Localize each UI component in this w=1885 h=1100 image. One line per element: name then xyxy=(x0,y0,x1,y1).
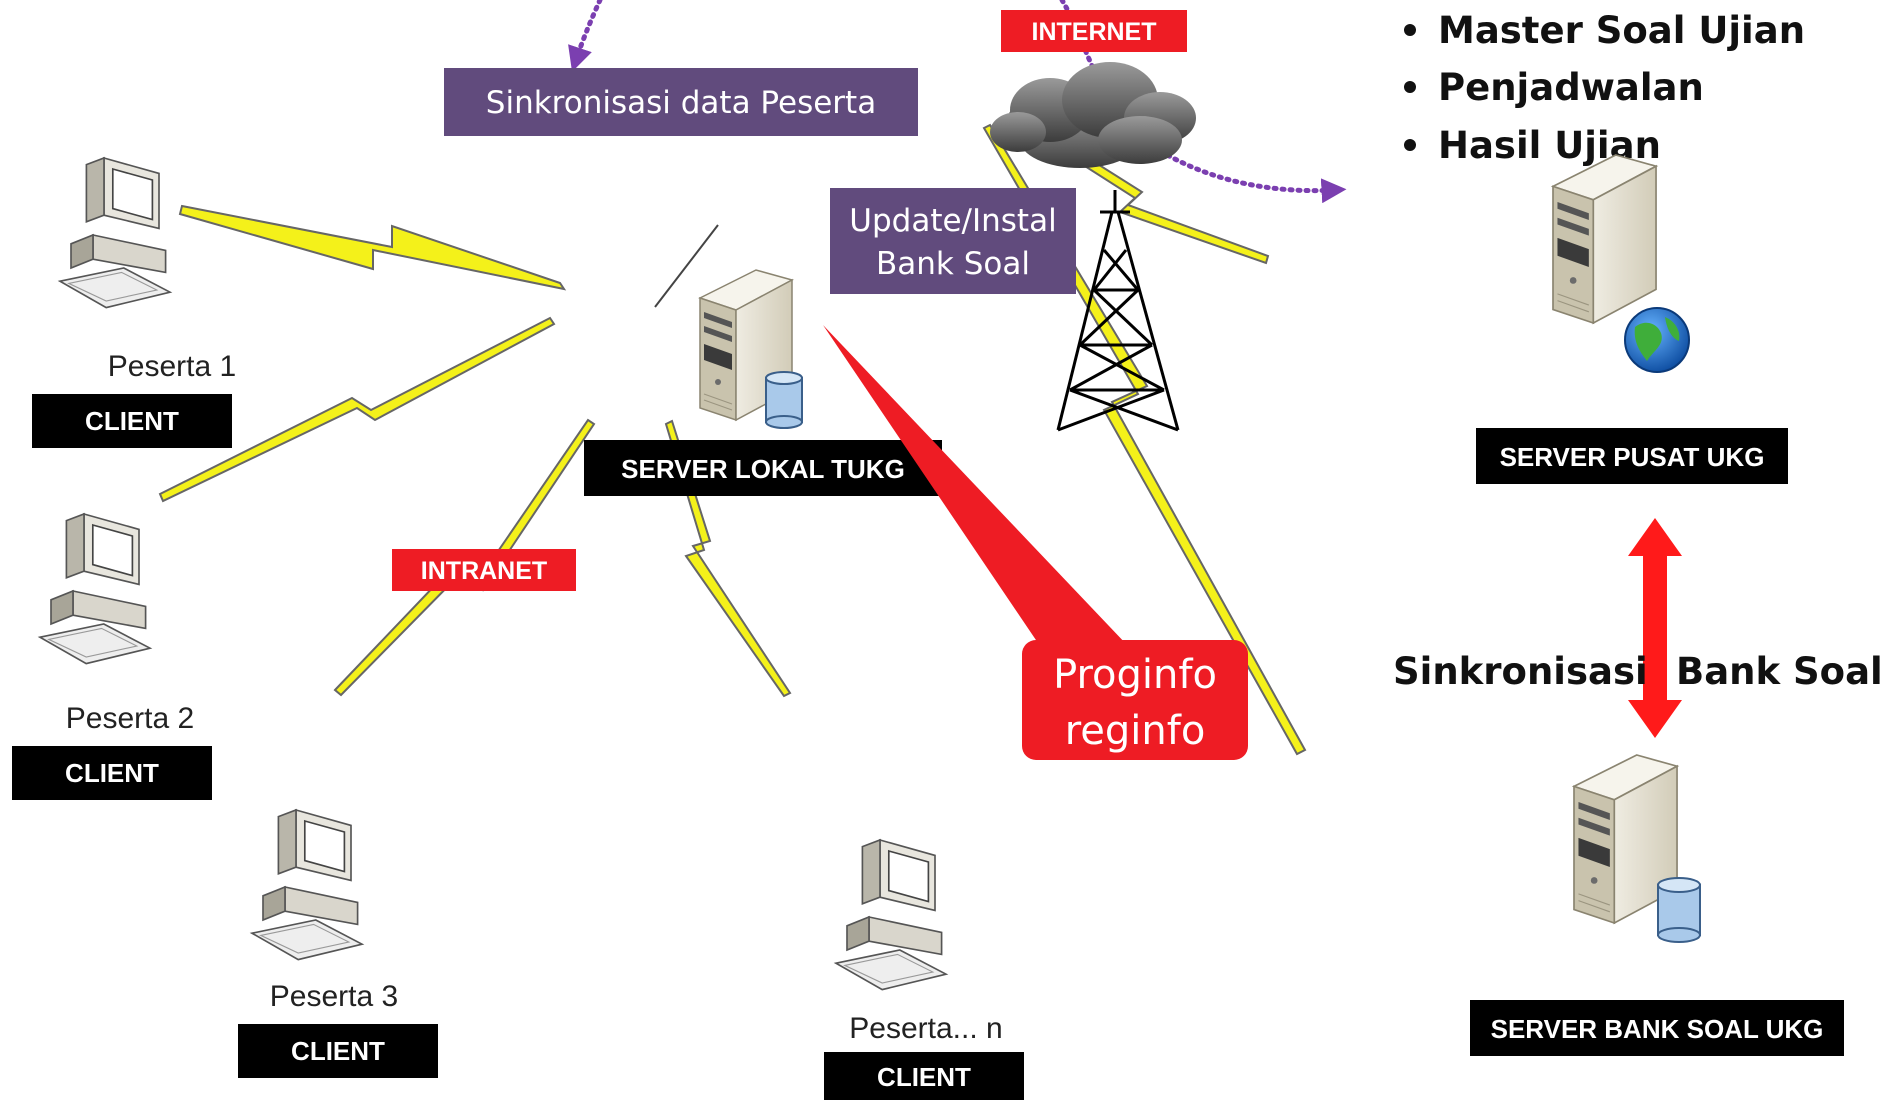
sync-bank-right-label: Bank Soal xyxy=(1676,650,1883,693)
intranet-label: INTRANET xyxy=(392,549,576,591)
svg-text:CLIENT: CLIENT xyxy=(85,406,179,436)
server-bank-soal: SERVER BANK SOAL UKG xyxy=(1470,754,1844,1056)
server-pusat-label: SERVER PUSAT UKG xyxy=(1476,428,1788,484)
sync-double-arrow xyxy=(1628,518,1682,738)
client-name: Peserta 2 xyxy=(66,702,194,735)
bullet-master-soal: Master Soal Ujian xyxy=(1438,9,1805,52)
proginfo-callout: Proginfo reginfo xyxy=(823,325,1248,760)
desktop-pc-icon xyxy=(39,513,151,665)
server-db-icon xyxy=(699,269,803,429)
svg-text:reginfo: reginfo xyxy=(1065,708,1206,754)
client-name: Peserta 3 xyxy=(270,980,398,1013)
callout-pointer xyxy=(823,325,1128,646)
bullet-list: Master Soal Ujian Penjadwalan Hasil Ujia… xyxy=(1404,9,1805,167)
bullet-penjadwalan: Penjadwalan xyxy=(1438,66,1704,109)
update-bank-soal-box: Update/Instal Bank Soal xyxy=(830,188,1076,294)
radio-tower-icon xyxy=(1056,190,1180,432)
bullet-dot xyxy=(1404,24,1416,36)
client-tag: CLIENT xyxy=(238,1024,438,1078)
server-db-icon xyxy=(1573,754,1701,943)
database-icon xyxy=(1657,877,1701,943)
svg-text:SERVER LOKAL TUKG: SERVER LOKAL TUKG xyxy=(621,454,905,484)
svg-text:CLIENT: CLIENT xyxy=(291,1036,385,1066)
desktop-pc-icon xyxy=(251,809,363,961)
bolt-peserta1-server xyxy=(178,204,567,291)
bullet-dot xyxy=(1404,139,1416,151)
internet-label: INTERNET xyxy=(1001,10,1187,52)
bullet-dot xyxy=(1404,81,1416,93)
client-tag: CLIENT xyxy=(12,746,212,800)
link-server-update xyxy=(654,224,719,308)
sync-bank-left-label: Sinkronisasi xyxy=(1393,650,1648,693)
client-name: Peserta 1 xyxy=(108,350,236,383)
server-globe-icon xyxy=(1552,154,1690,373)
client-tag: CLIENT xyxy=(824,1052,1024,1100)
client-tag: CLIENT xyxy=(32,394,232,448)
server-lokal-label: SERVER LOKAL TUKG xyxy=(584,440,942,496)
client-peserta-3: Peserta 3 CLIENT xyxy=(238,809,438,1078)
database-icon xyxy=(765,371,803,429)
svg-text:SERVER BANK SOAL UKG: SERVER BANK SOAL UKG xyxy=(1491,1014,1824,1044)
server-lokal: SERVER LOKAL TUKG xyxy=(584,269,942,496)
globe-icon xyxy=(1624,307,1690,373)
svg-text:SERVER PUSAT UKG: SERVER PUSAT UKG xyxy=(1500,442,1765,472)
client-peserta-2: Peserta 2 CLIENT xyxy=(12,513,212,800)
svg-text:CLIENT: CLIENT xyxy=(877,1062,971,1092)
sync-peserta-box: Sinkronisasi data Peserta xyxy=(444,68,918,136)
svg-text:CLIENT: CLIENT xyxy=(65,758,159,788)
svg-text:Bank Soal: Bank Soal xyxy=(876,246,1030,282)
server-pusat: SERVER PUSAT UKG xyxy=(1476,154,1788,484)
cloud-icon xyxy=(990,62,1196,168)
server-bank-label: SERVER BANK SOAL UKG xyxy=(1470,1000,1844,1056)
svg-text:Proginfo: Proginfo xyxy=(1053,652,1217,698)
bolt-peserta2-server xyxy=(158,316,556,503)
desktop-pc-icon xyxy=(59,157,171,309)
dotted-arrow-sync-peserta xyxy=(568,0,603,72)
client-name: Peserta... n xyxy=(849,1012,1002,1045)
svg-text:Update/Instal: Update/Instal xyxy=(849,203,1056,239)
svg-text:INTRANET: INTRANET xyxy=(421,557,547,585)
client-peserta-n: Peserta... n CLIENT xyxy=(824,839,1024,1100)
desktop-pc-icon xyxy=(835,839,947,991)
svg-text:INTERNET: INTERNET xyxy=(1032,18,1157,46)
svg-text:Sinkronisasi data Peserta: Sinkronisasi data Peserta xyxy=(486,85,876,121)
client-peserta-1: Peserta 1 CLIENT xyxy=(32,157,236,448)
